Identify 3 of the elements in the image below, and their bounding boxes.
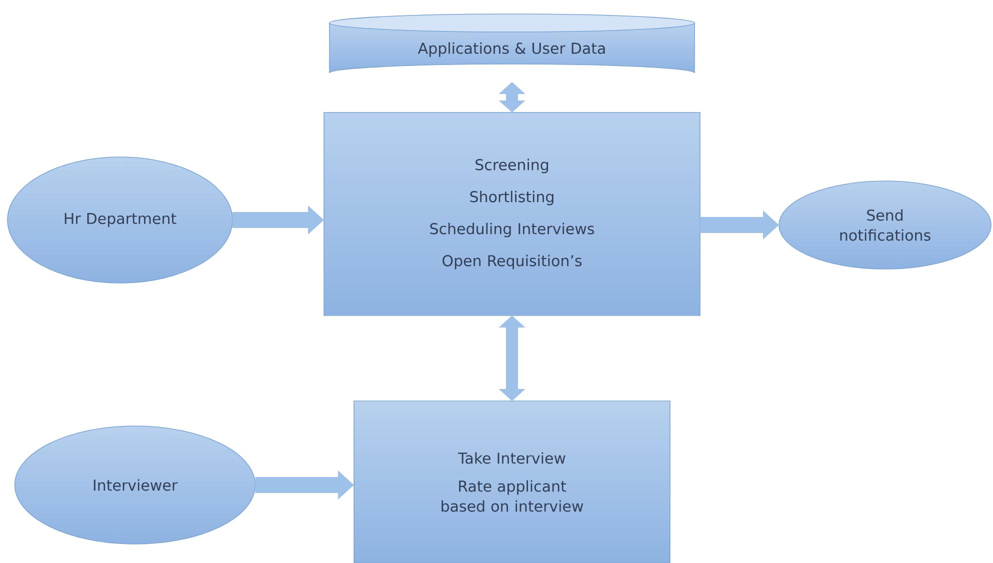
process-box: Screening Shortlisting Scheduling Interviews Open Requisition’s: [324, 112, 700, 316]
process-box: Take Interview Rate applicant based on interview: [354, 400, 670, 563]
database-cylinder: Applications & User Data: [329, 14, 695, 74]
